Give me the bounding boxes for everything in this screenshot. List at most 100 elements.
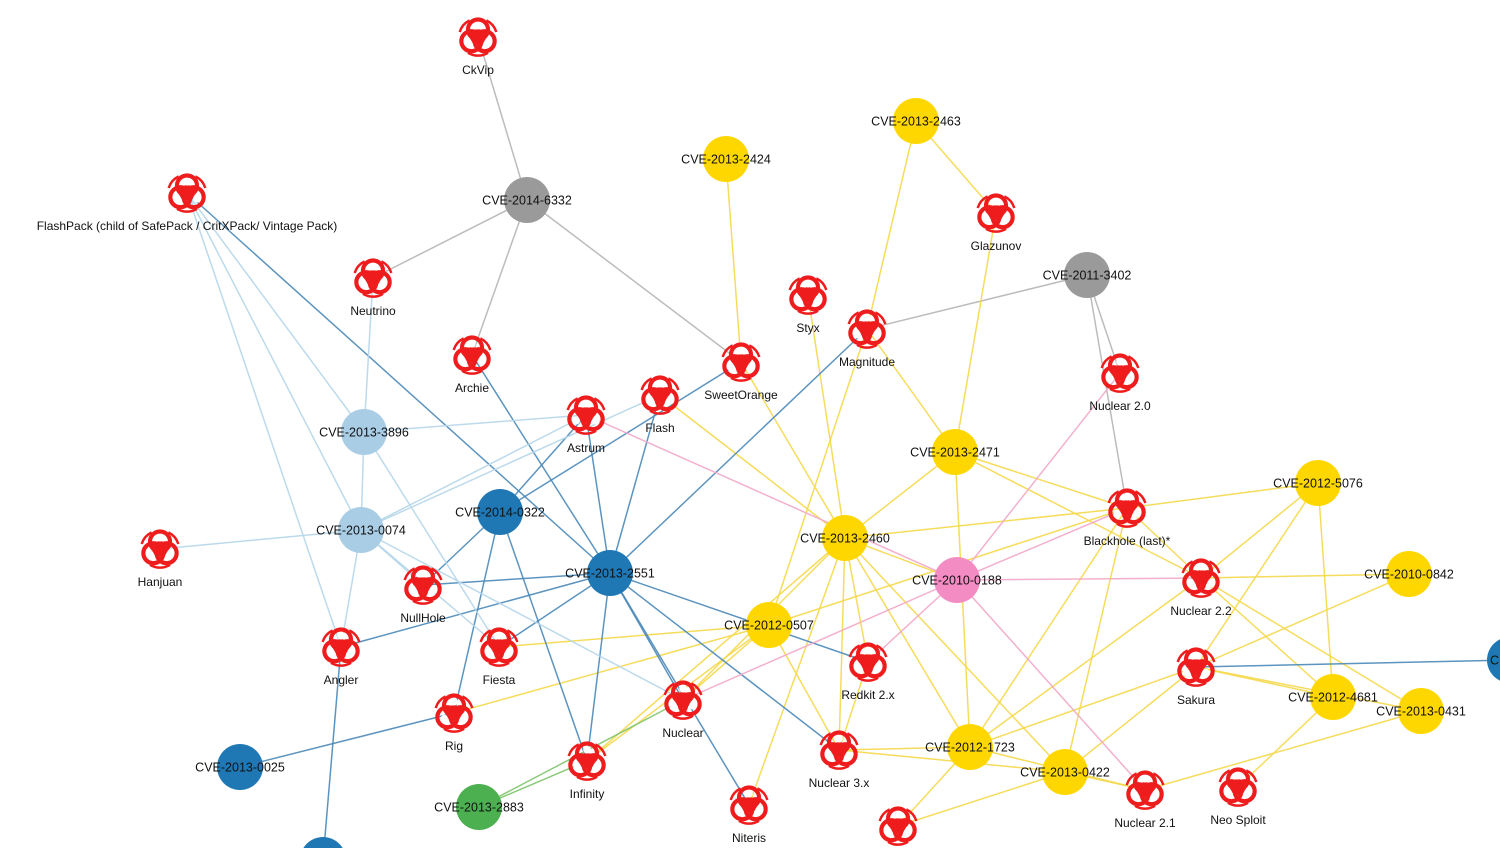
- cve-node-c2012_4681[interactable]: CVE-2012-4681: [1288, 674, 1378, 720]
- cve-node-c2013_2551[interactable]: CVE-2013-2551: [565, 550, 655, 596]
- cve-node-circle[interactable]: [947, 724, 993, 770]
- biohazard-icon[interactable]: [642, 378, 679, 414]
- cve-node-circle[interactable]: [746, 602, 792, 648]
- biohazard-icon[interactable]: [850, 645, 887, 681]
- biohazard-icon[interactable]: [405, 568, 442, 604]
- biohazard-icon[interactable]: [436, 696, 473, 732]
- cve-node-c2011_3402[interactable]: CVE-2011-3402: [1043, 252, 1132, 298]
- exploit-kit-node-nuclear3x[interactable]: Nuclear 3.x: [809, 733, 870, 791]
- exploit-kit-node-archie[interactable]: Archie: [454, 338, 491, 396]
- cve-node-c2013_0431[interactable]: CVE-2013-0431: [1376, 688, 1466, 734]
- exploit-kit-node-sweetorange[interactable]: SweetOrange: [704, 345, 778, 403]
- cve-node-circle[interactable]: [1398, 688, 1444, 734]
- cve-node-circle[interactable]: [934, 557, 980, 603]
- cve-node-c2012_0507[interactable]: CVE-2012-0507: [724, 602, 814, 648]
- exploit-kit-node-ckvip[interactable]: CkVip: [460, 20, 497, 78]
- exploit-kit-node-rig[interactable]: Rig: [436, 696, 473, 754]
- biohazard-icon[interactable]: [169, 176, 206, 212]
- exploit-kit-node-unlabeled_bottom[interactable]: [880, 809, 917, 845]
- cve-node-c2013_2460[interactable]: CVE-2013-2460: [800, 515, 890, 561]
- cve-node-c_bottom_blue[interactable]: [300, 837, 346, 848]
- cve-node-c2013_0025[interactable]: CVE-2013-0025: [195, 744, 285, 790]
- cve-node-circle[interactable]: [893, 98, 939, 144]
- cve-node-circle[interactable]: [217, 744, 263, 790]
- biohazard-icon[interactable]: [665, 683, 702, 719]
- exploit-kit-node-niteris[interactable]: Niteris: [731, 788, 768, 846]
- biohazard-icon[interactable]: [1178, 650, 1215, 686]
- biohazard-icon[interactable]: [355, 261, 392, 297]
- cve-node-c2013_0422[interactable]: CVE-2013-0422: [1020, 749, 1110, 795]
- cve-node-circle[interactable]: [477, 489, 523, 535]
- exploit-kit-node-astrum[interactable]: Astrum: [567, 398, 605, 456]
- edge-blackhole-c2010_0188: [956, 507, 1128, 581]
- exploit-kit-node-infinity[interactable]: Infinity: [569, 744, 606, 802]
- biohazard-icon[interactable]: [1220, 770, 1257, 806]
- exploit-kit-node-sakura[interactable]: Sakura: [1177, 650, 1215, 708]
- cve-node-circle[interactable]: [300, 837, 346, 848]
- cve-node-c2012_5076[interactable]: CVE-2012-5076: [1273, 460, 1363, 506]
- cve-node-c2013_2424[interactable]: CVE-2013-2424: [681, 136, 771, 182]
- edge-rig-c2013_0025: [239, 712, 455, 768]
- exploit-kit-node-styx[interactable]: Styx: [790, 278, 827, 336]
- exploit-kit-node-flash[interactable]: Flash: [642, 378, 679, 436]
- edge-c2010_0842-nuclear22: [1200, 573, 1410, 579]
- exploit-kit-node-neosploit[interactable]: Neo Sploit: [1210, 770, 1266, 828]
- exploit-kit-node-redkit[interactable]: Redkit 2.x: [841, 645, 895, 703]
- exploit-kit-node-glazunov[interactable]: Glazunov: [971, 196, 1022, 254]
- biohazard-icon[interactable]: [731, 788, 768, 824]
- cve-node-circle[interactable]: [456, 784, 502, 830]
- exploit-kit-node-blackhole[interactable]: Blackhole (last)*: [1084, 491, 1171, 549]
- biohazard-icon[interactable]: [481, 630, 518, 666]
- cve-node-c2010_0188[interactable]: CVE-2010-0188: [912, 557, 1002, 603]
- biohazard-icon[interactable]: [978, 196, 1015, 232]
- biohazard-icon[interactable]: [323, 630, 360, 666]
- exploit-kit-node-nuclear22[interactable]: Nuclear 2.2: [1170, 561, 1232, 619]
- biohazard-icon[interactable]: [569, 744, 606, 780]
- biohazard-icon[interactable]: [849, 312, 886, 348]
- biohazard-icon[interactable]: [1102, 356, 1139, 392]
- edge-c2013_0074-hanjuan: [159, 529, 362, 550]
- exploit-kit-node-nullhole[interactable]: NullHole: [400, 568, 446, 626]
- biohazard-icon[interactable]: [880, 809, 917, 845]
- cve-node-c2014_6332[interactable]: CVE-2014-6332: [482, 177, 572, 223]
- cve-node-c2013_2471[interactable]: CVE-2013-2471: [910, 429, 1000, 475]
- cve-node-circle[interactable]: [1042, 749, 1088, 795]
- biohazard-icon[interactable]: [1127, 773, 1164, 809]
- exploit-kit-node-nuclear21[interactable]: Nuclear 2.1: [1114, 773, 1176, 831]
- exploit-kit-node-nuclear[interactable]: Nuclear: [662, 683, 704, 741]
- exploit-kit-node-neutrino[interactable]: Neutrino: [350, 261, 396, 319]
- cve-node-c_offscreen[interactable]: C: [1487, 637, 1500, 683]
- cve-node-circle[interactable]: [703, 136, 749, 182]
- biohazard-icon[interactable]: [1109, 491, 1146, 527]
- cve-node-circle[interactable]: [338, 507, 384, 553]
- cve-node-circle[interactable]: [1064, 252, 1110, 298]
- exploit-kit-node-flashpack[interactable]: FlashPack (child of SafePack / CritXPack…: [37, 176, 338, 234]
- cve-node-circle[interactable]: [1386, 551, 1432, 597]
- cve-node-circle[interactable]: [1295, 460, 1341, 506]
- cve-node-circle[interactable]: [587, 550, 633, 596]
- cve-node-c2010_0842[interactable]: CVE-2010-0842: [1364, 551, 1454, 597]
- cve-node-circle[interactable]: [1487, 637, 1500, 683]
- cve-node-circle[interactable]: [822, 515, 868, 561]
- biohazard-icon[interactable]: [460, 20, 497, 56]
- cve-node-c2014_0322[interactable]: CVE-2014-0322: [455, 489, 545, 535]
- biohazard-icon[interactable]: [142, 532, 179, 568]
- exploit-kit-node-fiesta[interactable]: Fiesta: [481, 630, 518, 688]
- cve-node-circle[interactable]: [341, 409, 387, 455]
- cve-node-circle[interactable]: [932, 429, 978, 475]
- cve-node-circle[interactable]: [504, 177, 550, 223]
- cve-node-c2013_2883[interactable]: CVE-2013-2883: [434, 784, 524, 830]
- biohazard-icon[interactable]: [723, 345, 760, 381]
- biohazard-icon[interactable]: [454, 338, 491, 374]
- cve-node-c2013_3896[interactable]: CVE-2013-3896: [319, 409, 409, 455]
- cve-node-c2013_0074[interactable]: CVE-2013-0074: [316, 507, 406, 553]
- cve-node-circle[interactable]: [1310, 674, 1356, 720]
- exploit-kit-node-magnitude[interactable]: Magnitude: [839, 312, 895, 370]
- exploit-kit-node-hanjuan[interactable]: Hanjuan: [138, 532, 183, 590]
- biohazard-icon[interactable]: [790, 278, 827, 314]
- cve-node-c2013_2463[interactable]: CVE-2013-2463: [871, 98, 961, 144]
- cve-node-c2012_1723[interactable]: CVE-2012-1723: [925, 724, 1015, 770]
- edge-flashpack-c2013_2551: [186, 192, 611, 574]
- exploit-kit-node-nuclear20[interactable]: Nuclear 2.0: [1089, 356, 1151, 414]
- exploit-kit-node-angler[interactable]: Angler: [323, 630, 360, 688]
